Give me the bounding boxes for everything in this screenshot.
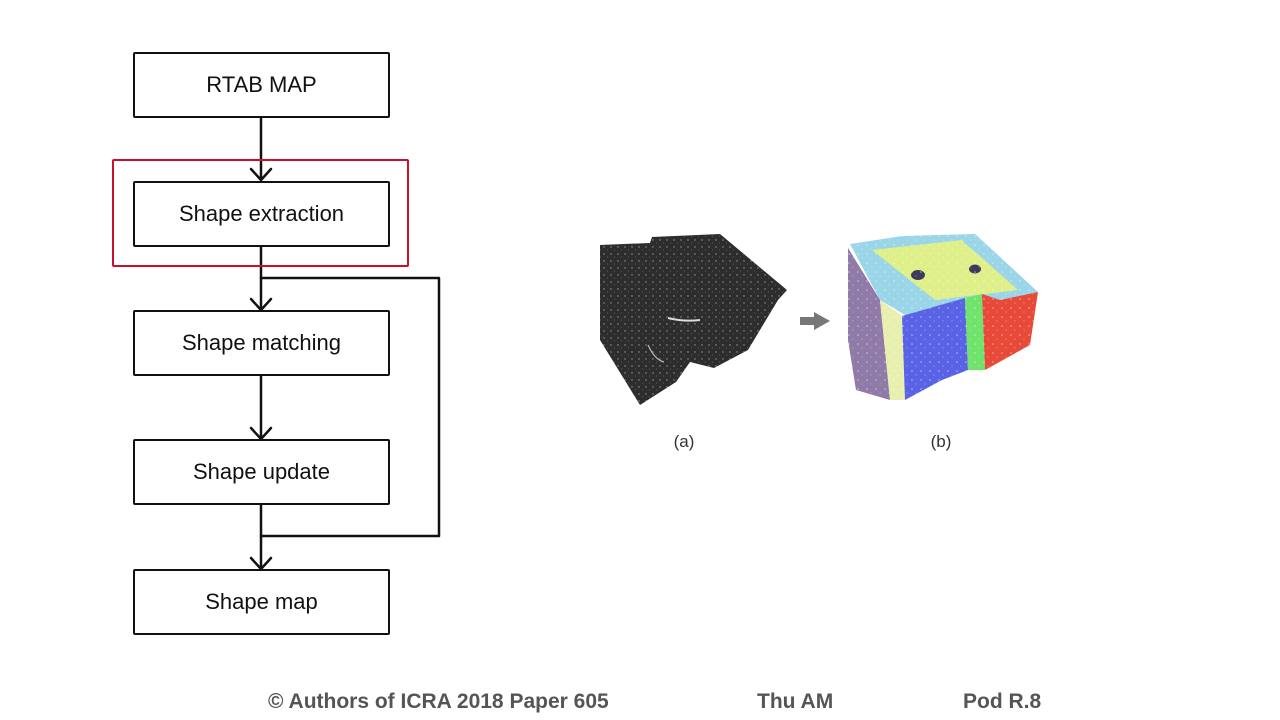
footer-session: Thu AM xyxy=(757,690,834,713)
box-shape-matching-label: Shape matching xyxy=(182,330,341,355)
arrowhead-extraction xyxy=(249,167,273,182)
transform-arrow-icon xyxy=(800,312,830,330)
box-shape-extraction: Shape extraction xyxy=(133,181,390,247)
bypass-loop-line xyxy=(259,276,441,538)
footer-pod: Pod R.8 xyxy=(963,690,1042,713)
box-shape-extraction-label: Shape extraction xyxy=(178,201,345,226)
segmented-shapes-image xyxy=(848,234,1038,400)
caption-b: (b) xyxy=(930,432,952,451)
highlight-shape-extraction xyxy=(112,159,409,267)
box-shape-update: Shape update xyxy=(133,439,390,505)
box-rtab-map: RTAB MAP xyxy=(133,52,390,118)
box-shape-map: Shape map xyxy=(133,569,390,635)
box-shape-update-label: Shape update xyxy=(192,459,331,484)
footer-authors: © Authors of ICRA 2018 Paper 605 xyxy=(268,690,609,713)
raw-cloud-highlight xyxy=(667,317,701,322)
box-shape-matching: Shape matching xyxy=(133,310,390,376)
caption-a: (a) xyxy=(673,432,695,451)
box-shape-map-label: Shape map xyxy=(205,589,318,614)
raw-point-cloud-image xyxy=(600,234,787,405)
box-rtab-map-label: RTAB MAP xyxy=(206,72,317,97)
